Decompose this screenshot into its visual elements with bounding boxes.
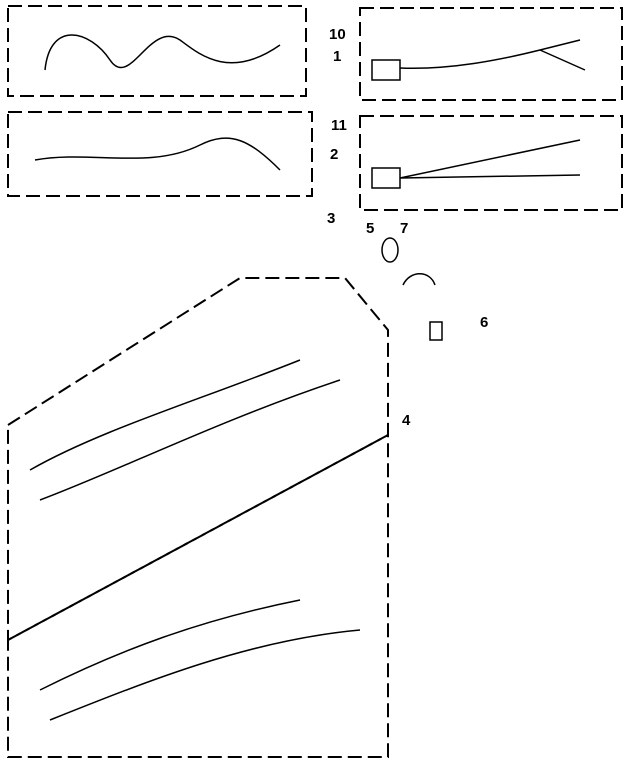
callout-1: 1 [333,48,342,65]
box-part-10 [359,7,623,101]
harness-1 [44,34,281,71]
connector-10 [371,59,401,81]
callout-11: 11 [331,117,347,134]
callout-10: 10 [329,26,346,43]
harness-2 [34,137,281,171]
callout-7: 7 [400,220,409,237]
box-part-4 [7,433,389,758]
connector-11 [371,167,401,189]
part-5 [381,237,399,263]
callout-6: 6 [480,314,489,331]
box-part-1 [7,5,307,97]
callout-5: 5 [366,220,375,237]
box-part-2 [7,111,313,197]
callout-4: 4 [402,412,411,429]
callout-2: 2 [330,146,339,163]
box-part-3 [7,277,389,642]
part-6 [429,321,443,341]
box-part-11 [359,115,623,211]
callout-3: 3 [327,210,336,227]
part-7 [402,273,436,286]
